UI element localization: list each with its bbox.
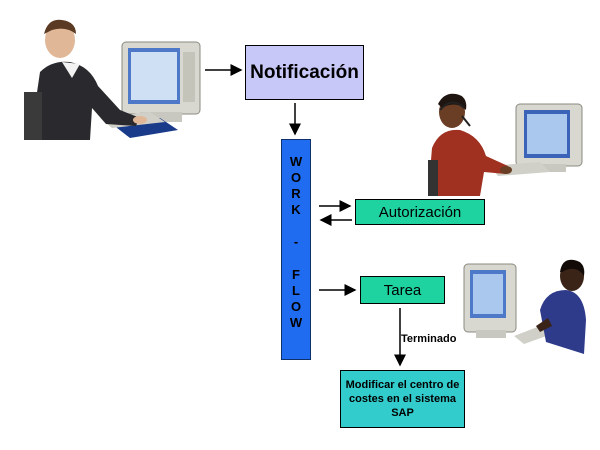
workflow-letter: F: [292, 267, 300, 283]
workflow-letter: K: [291, 202, 300, 218]
workflow-letter: O: [291, 170, 301, 186]
workflow-letter: W: [290, 315, 302, 331]
tarea-box: Tarea: [360, 276, 445, 304]
notificacion-label: Notificación: [250, 62, 359, 84]
man-at-computer-icon: [24, 20, 200, 140]
woman-with-headset-at-computer-icon: [428, 94, 582, 196]
man-at-computer-right-icon: [464, 260, 586, 354]
workflow-bar: W O R K - F L O W: [281, 139, 311, 360]
workflow-letter: -: [294, 234, 298, 250]
autorizacion-label: Autorización: [379, 204, 462, 221]
notificacion-box: Notificación: [245, 45, 364, 100]
workflow-letter: L: [292, 283, 300, 299]
workflow-letter: R: [291, 186, 300, 202]
tarea-label: Tarea: [384, 282, 422, 299]
workflow-letter: O: [291, 299, 301, 315]
terminado-label: Terminado: [401, 333, 456, 345]
modificar-box: Modificar el centro de costes en el sist…: [340, 370, 465, 428]
workflow-letter: W: [290, 154, 302, 170]
modificar-label: Modificar el centro de costes en el sist…: [345, 378, 460, 420]
autorizacion-box: Autorización: [355, 199, 485, 225]
